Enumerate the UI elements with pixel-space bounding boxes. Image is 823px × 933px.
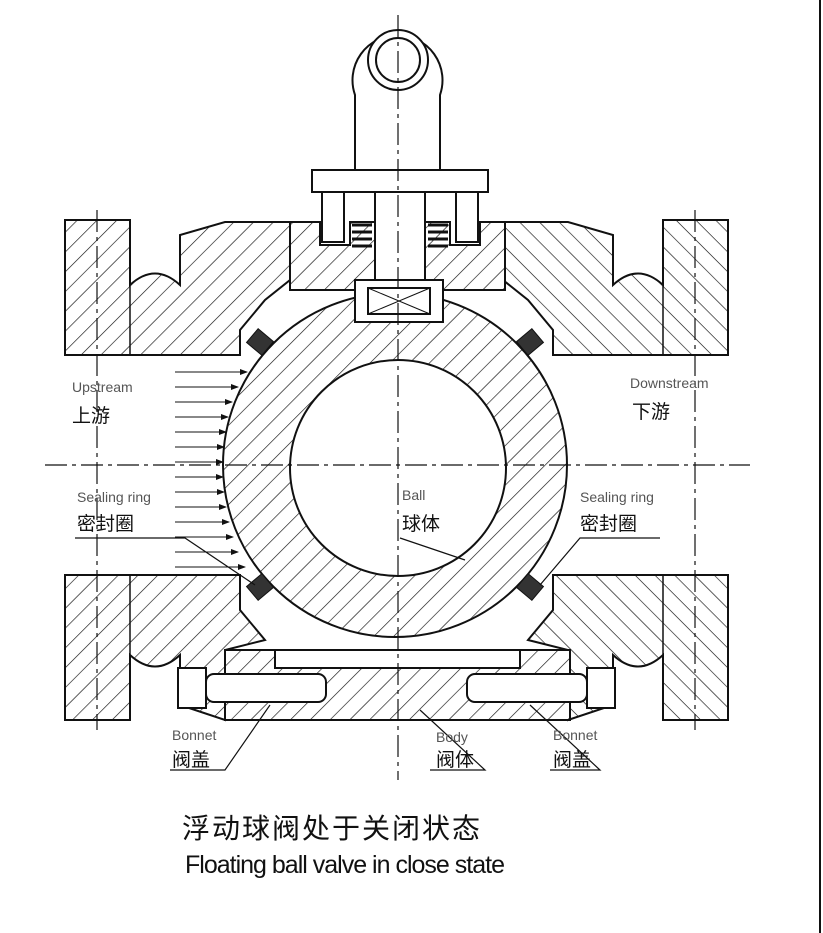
label-body-en: Body bbox=[436, 729, 468, 745]
label-sealing-ring-left-cn: 密封圈 bbox=[77, 513, 134, 535]
label-upstream-en: Upstream bbox=[72, 379, 133, 395]
pressure-arrows bbox=[175, 369, 248, 570]
top-bonnet bbox=[289, 221, 506, 291]
leader-lines bbox=[75, 537, 660, 771]
label-bonnet-left-en: Bonnet bbox=[172, 727, 216, 743]
caption-english: Floating ball valve in close state bbox=[185, 851, 504, 879]
label-body-cn: 阀体 bbox=[436, 749, 474, 771]
label-bonnet-left-cn: 阀盖 bbox=[172, 749, 210, 771]
label-sealing-ring-left-en: Sealing ring bbox=[77, 489, 151, 505]
label-downstream-cn: 下游 bbox=[632, 401, 670, 423]
caption-chinese: 浮动球阀处于关闭状态 bbox=[182, 812, 482, 845]
label-upstream-cn: 上游 bbox=[72, 405, 110, 427]
label-ball-en: Ball bbox=[402, 487, 425, 503]
label-sealing-ring-right-cn: 密封圈 bbox=[580, 513, 637, 535]
label-sealing-ring-right-en: Sealing ring bbox=[580, 489, 654, 505]
label-downstream-en: Downstream bbox=[630, 375, 709, 391]
sealing-rings bbox=[245, 327, 545, 602]
label-bonnet-right-en: Bonnet bbox=[553, 727, 597, 743]
label-bonnet-right-cn: 阀盖 bbox=[553, 749, 591, 771]
gland-bolts bbox=[311, 169, 489, 248]
stem-square-block bbox=[354, 279, 444, 323]
label-ball-cn: 球体 bbox=[402, 513, 440, 535]
bonnet-bolts bbox=[177, 667, 616, 709]
